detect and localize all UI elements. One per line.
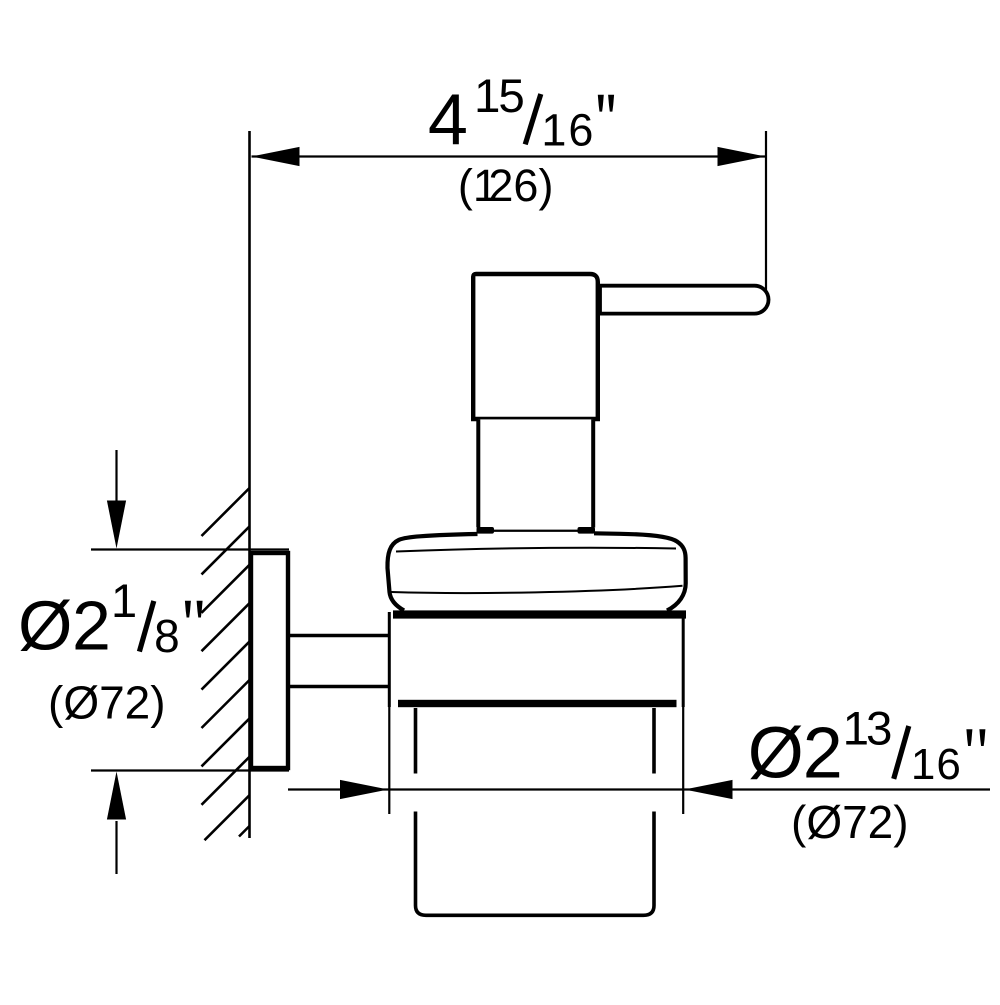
svg-text:8: 8 [154, 610, 180, 662]
svg-text:Ø2: Ø2 [748, 714, 842, 794]
svg-text:4: 4 [428, 81, 468, 161]
svg-text:16: 16 [911, 740, 962, 789]
svg-text:Ø2: Ø2 [18, 587, 110, 665]
svg-text:(Ø72): (Ø72) [791, 796, 909, 848]
svg-text:13: 13 [843, 703, 893, 756]
svg-text:(Ø72): (Ø72) [48, 677, 166, 729]
svg-text:16: 16 [541, 105, 595, 156]
svg-text:(126): (126) [458, 160, 554, 211]
svg-text:15: 15 [474, 70, 523, 123]
svg-text:1: 1 [111, 574, 137, 627]
